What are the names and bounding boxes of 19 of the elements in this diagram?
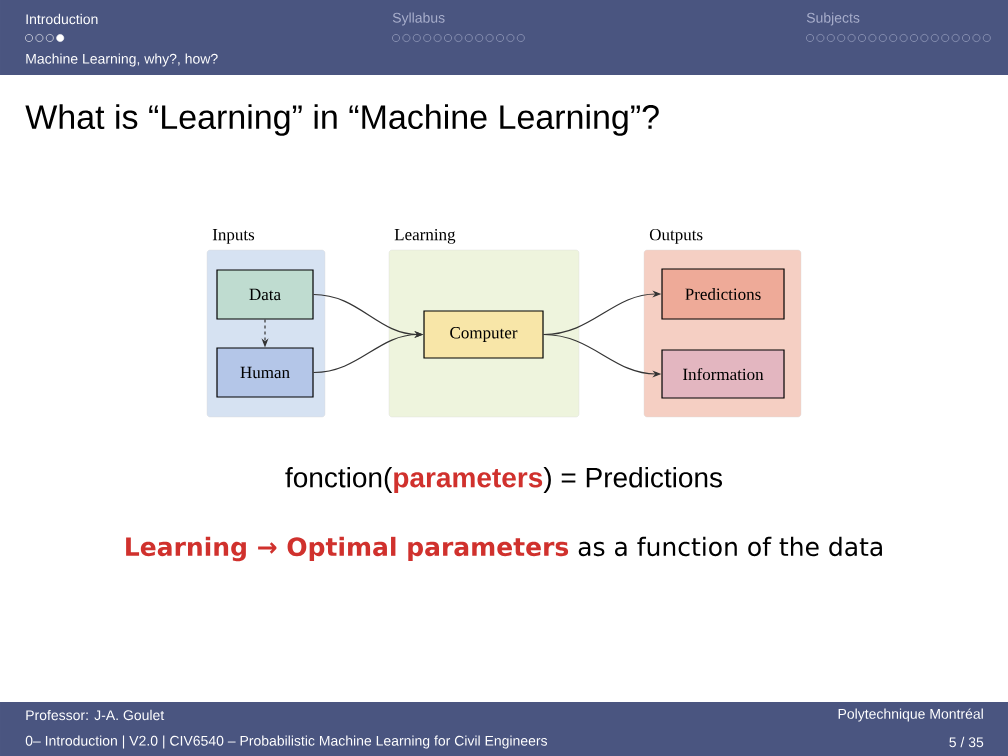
process-box: Computer	[423, 310, 544, 359]
footer-text: Polytechnique Montréal	[838, 708, 983, 722]
page-number: 5 / 35	[949, 736, 984, 748]
process-box: Information	[661, 349, 785, 399]
section-link: Syllabus	[392, 12, 445, 26]
statement: Learning → Optimal parameters as a function of the data	[126, 536, 882, 562]
footer-text: Professor: J-A. Goulet	[26, 709, 165, 721]
node-label: Outputs	[649, 228, 703, 244]
formula-line: fonction(parameters) = Predictions	[285, 466, 722, 494]
node-label: Learning	[394, 228, 456, 244]
process-box: Predictions	[661, 268, 785, 320]
footer-text: 0– Introduction | V2.0 | CIV6540 – Probabilistic Machine Learning for Civil Engineers	[25, 735, 548, 749]
section-link: Subjects	[806, 12, 860, 26]
subsection-link: Machine Learning, why?, how?	[26, 53, 218, 67]
process-box: Data	[216, 269, 314, 320]
node-label: Inputs	[212, 229, 255, 244]
process-box: Human	[216, 347, 314, 398]
section-link: Introduction	[26, 13, 98, 25]
slide-title: What is “Learning” in “Machine Learning”?	[25, 104, 659, 136]
